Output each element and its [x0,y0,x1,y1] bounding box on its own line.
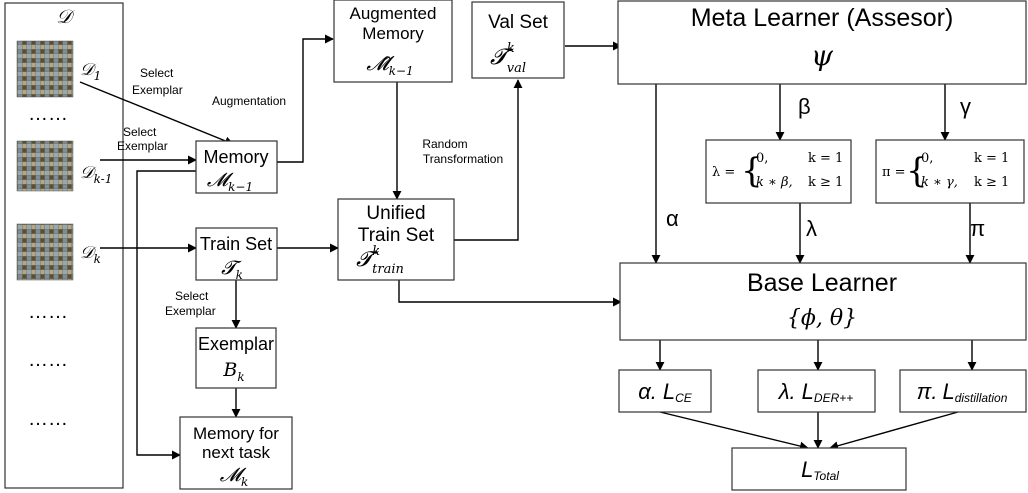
label-alpha: α [666,206,679,231]
edge-lce-to-total [660,412,808,448]
memory-title: Memory [203,147,268,167]
loss-total-box: LTotal [732,448,906,490]
meta-learner-symbol: ψ [811,39,834,72]
lambda-formula-lhs: λ = [712,165,735,180]
exemplar-box: Exemplar Bk [196,328,276,388]
dataset-panel: 𝒟 𝒟1 …… 𝒟k-1 𝒟k …… …… …… [5,3,123,488]
dots-1: …… [28,103,68,125]
lambda-formula-cond2: k ≥ 1 [808,175,843,190]
meta-learner-box: Meta Learner (Assesor) ψ [618,1,1026,84]
train-set-box: Train Set 𝓣k [196,228,277,282]
dataset-k-1-subscript: k-1 [94,172,113,186]
lambda-formula-box: λ = { 0, k = 1 k ∗ β, k ≥ 1 [706,140,851,203]
dataset-1-subscript: 1 [94,69,102,83]
lambda-formula-case2: k ∗ β, [756,175,793,190]
memory-box: Memory 𝓜k−1 [196,141,277,194]
image-grid-2 [17,141,73,191]
label-augmentation: Augmentation [212,94,286,108]
base-learner-title: Base Learner [747,269,897,297]
lambda-formula-case1: 0, [756,151,768,166]
label-beta: β [798,94,811,119]
dataset-k-subscript: k [94,252,101,266]
image-grid-3 [17,224,73,280]
pi-formula-case1: 0, [921,151,933,166]
base-learner-symbol: {ϕ, θ} [787,306,857,331]
label-lambda: λ [806,216,817,241]
loss-ce-box: α.LCE [619,370,711,412]
loss-distillation-box: π.Ldistillation [900,370,1026,412]
dots-2: …… [28,301,68,323]
pi-formula-case2: k ∗ γ, [921,175,958,190]
label-gamma: γ [960,94,971,119]
image-grid-1 [17,41,73,97]
pi-formula-cond1: k = 1 [974,151,1009,166]
base-learner-box: Base Learner {ϕ, θ} [620,263,1026,340]
dots-4: …… [28,408,68,430]
label-pi: π [970,216,985,241]
train-set-title: Train Set [200,234,272,254]
pi-formula-lhs: π = [882,165,906,180]
meta-learner-title: Meta Learner (Assesor) [691,4,954,32]
edge-unified-to-base [399,280,621,302]
exemplar-title: Exemplar [198,334,274,354]
lambda-formula-cond1: k = 1 [808,151,843,166]
val-set-title: Val Set [488,12,549,33]
pi-formula-box: π = { 0, k = 1 k ∗ γ, k ≥ 1 [876,140,1024,203]
dots-3: …… [28,349,68,371]
pi-formula-cond2: k ≥ 1 [974,175,1009,190]
loss-der-box: λ.LDER++ [758,370,875,412]
edge-ldistill-to-total [830,412,958,448]
